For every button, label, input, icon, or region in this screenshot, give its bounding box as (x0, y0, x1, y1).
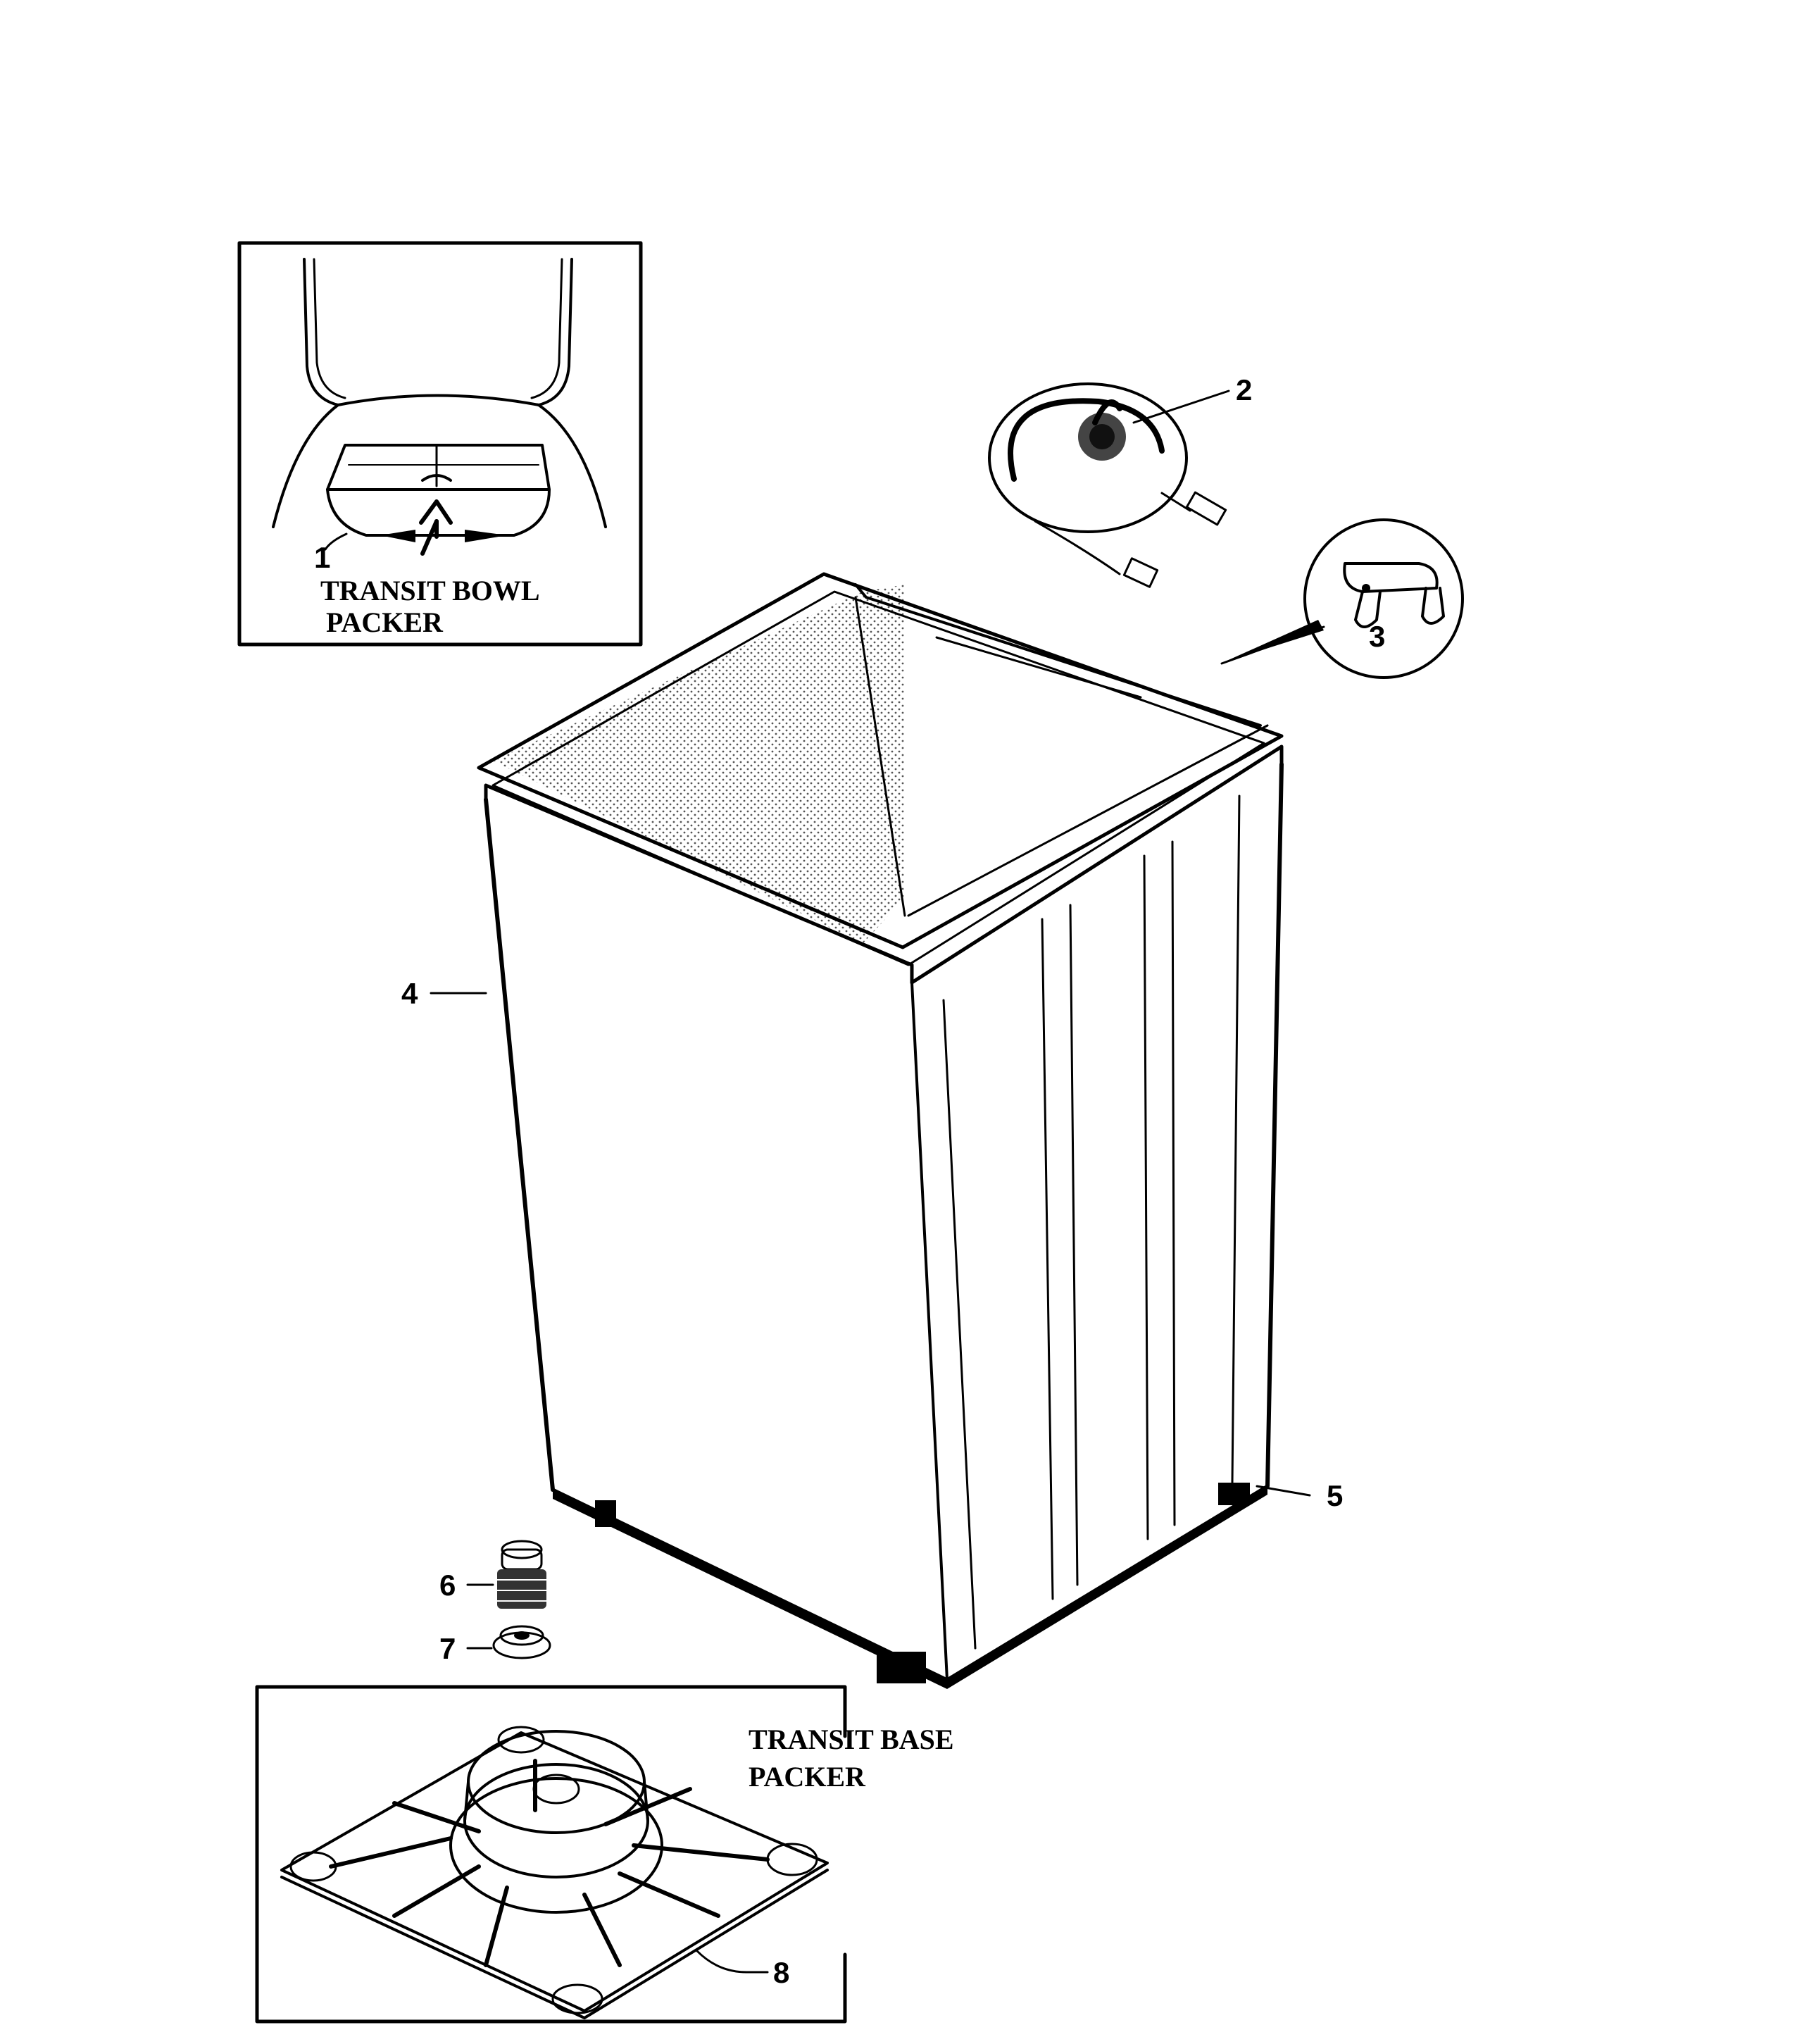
bowl-packer-icon (272, 258, 607, 556)
callout-8: 8 (773, 1956, 789, 1989)
bowl-packer-caption-line2: PACKER (326, 606, 444, 638)
callout-5: 5 (1327, 1479, 1343, 1512)
drain-hose-icon (988, 382, 1227, 588)
base-packer-icon (280, 1726, 829, 2019)
callout-3: 3 (1369, 620, 1385, 653)
callout-2: 2 (1236, 373, 1252, 406)
callout-6: 6 (439, 1569, 456, 1602)
leveling-leg-icon (497, 1540, 546, 1609)
base-packer-caption-line2: PACKER (749, 1761, 866, 1793)
foot-pad-icon (492, 1625, 551, 1659)
callout-7: 7 (439, 1632, 456, 1665)
inset-bowl-packer: 1 TRANSIT BOWL PACKER (237, 241, 643, 647)
base-packer-caption-line1: TRANSIT BASE (749, 1724, 954, 1755)
inset-base-packer: 8 TRANSIT BASE PACKER (255, 1685, 954, 2024)
callout-4: 4 (401, 977, 418, 1010)
drain-hose-assembly: 2 (988, 373, 1252, 588)
callout-1: 1 (314, 541, 330, 574)
washer-cabinet-icon (430, 572, 1284, 1689)
hinge-clip-icon (1343, 562, 1445, 628)
hinge-clip-assembly: 3 (1220, 518, 1464, 679)
bowl-packer-caption-line1: TRANSIT BOWL (320, 575, 540, 606)
